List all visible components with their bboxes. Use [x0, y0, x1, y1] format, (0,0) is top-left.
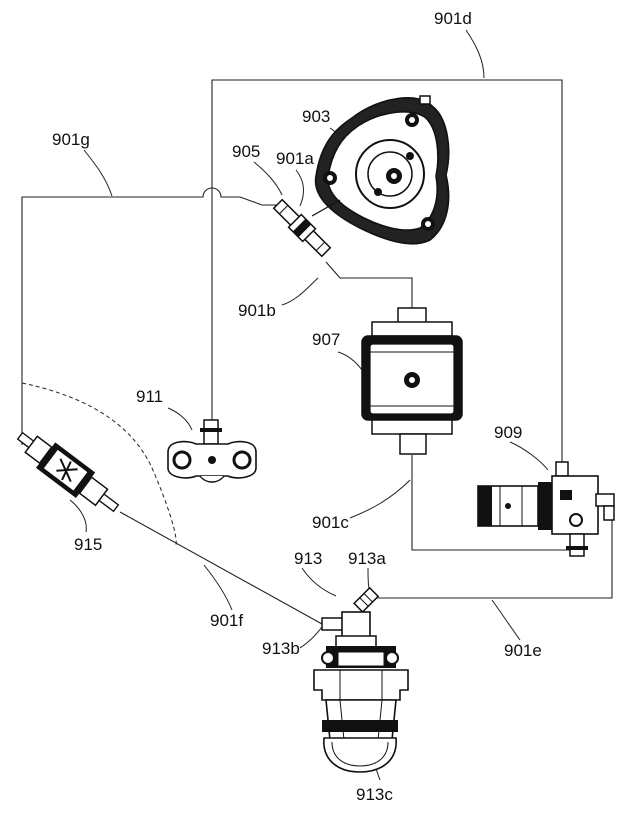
- label-901d: 901d: [434, 9, 472, 28]
- label-913b: 913b: [262, 639, 300, 658]
- label-909: 909: [494, 423, 522, 442]
- component-909: [478, 462, 614, 556]
- label-913a: 913a: [348, 549, 386, 568]
- label-901c: 901c: [312, 513, 349, 532]
- label-901g: 901g: [52, 130, 90, 149]
- label-901b: 901b: [238, 301, 276, 320]
- label-901a: 901a: [276, 149, 314, 168]
- component-903: [316, 96, 449, 244]
- component-911: [168, 420, 256, 482]
- label-913: 913: [294, 549, 322, 568]
- label-901e: 901e: [504, 641, 542, 660]
- label-915: 915: [74, 535, 102, 554]
- component-915: [10, 423, 125, 521]
- label-903: 903: [302, 107, 330, 126]
- label-907: 907: [312, 330, 340, 349]
- label-905: 905: [232, 142, 260, 161]
- labels: 901d 903 905 901a 901g 901b 907 911 909 …: [52, 9, 542, 804]
- tube-901b: [326, 262, 412, 308]
- label-911: 911: [136, 387, 163, 406]
- label-913c: 913c: [356, 785, 393, 804]
- label-901f: 901f: [210, 611, 243, 630]
- component-907: [362, 308, 462, 454]
- tube-901f: [120, 512, 322, 624]
- tubing-lines: [22, 80, 612, 624]
- component-913: [314, 588, 408, 772]
